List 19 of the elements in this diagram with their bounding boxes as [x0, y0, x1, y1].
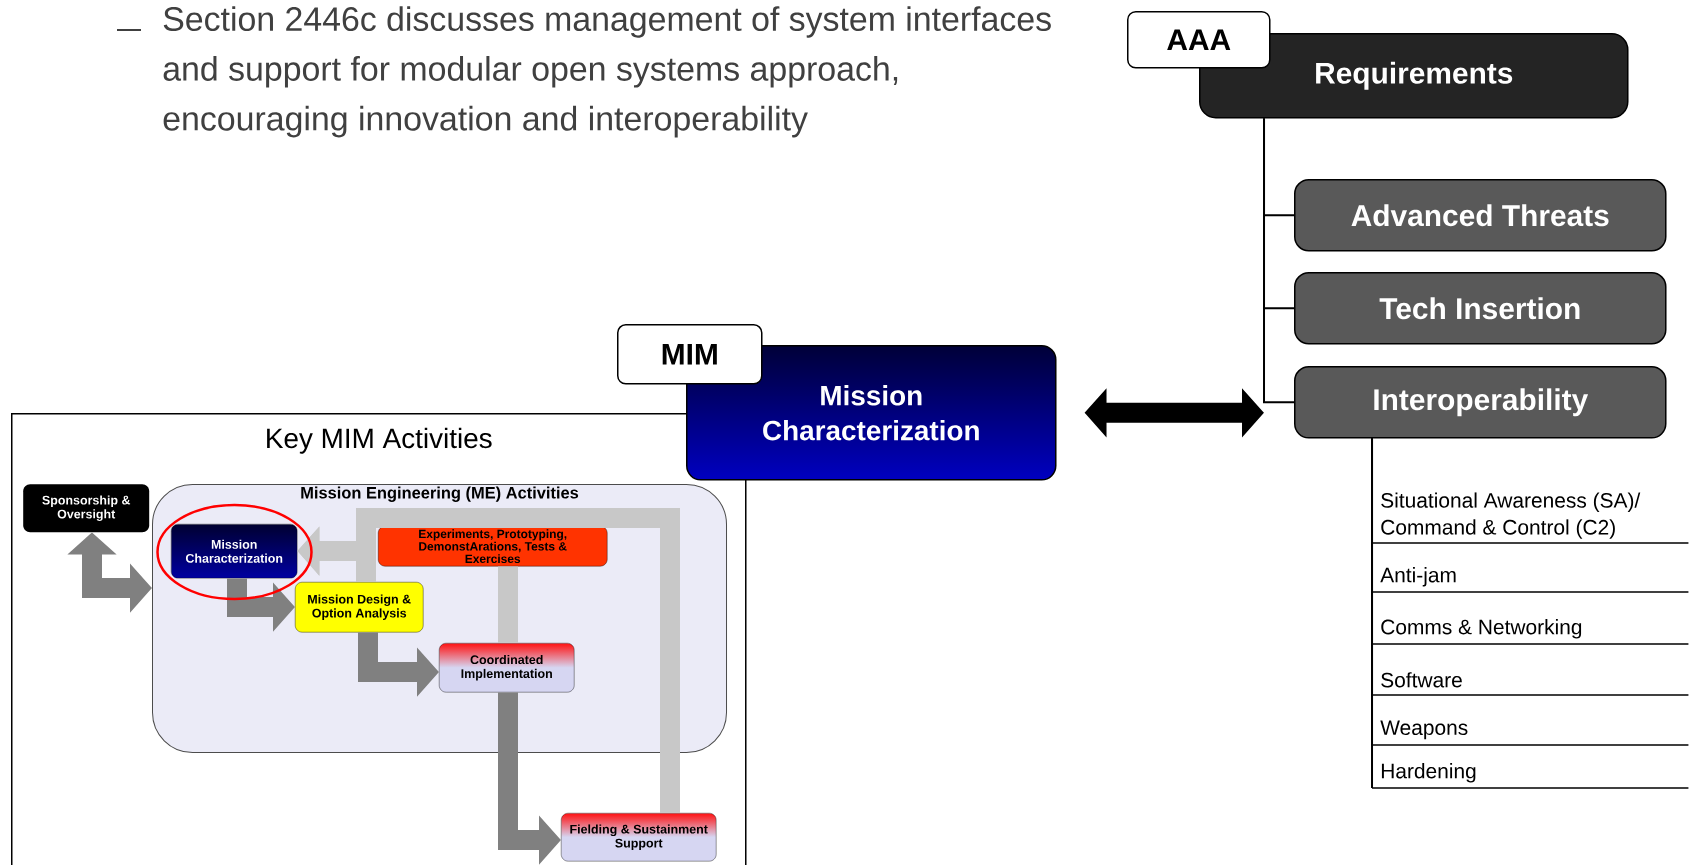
list-item: Situational Awareness (SA)/ Command & Control (C2): [1371, 492, 1690, 544]
category-box: Interoperability: [1294, 366, 1667, 439]
category-box: Tech Insertion: [1294, 272, 1667, 345]
list-item: Comms & Networking: [1371, 619, 1690, 645]
process-box: Coordinated Implementation: [439, 643, 575, 693]
list-item: Software: [1371, 672, 1690, 696]
process-box: Experiments, Prototyping, DemonstArations, Tests & Exercises: [378, 526, 608, 567]
list-item: Weapons: [1371, 720, 1690, 746]
process-box: Fielding & Sustainment Support: [561, 813, 717, 862]
connector-line: [1263, 117, 1295, 404]
list-item: Hardening: [1371, 763, 1690, 789]
process-box: Mission Design & Option Analysis: [295, 582, 424, 633]
tag-box: MIM: [617, 324, 763, 385]
bullet-text: Section 2446c discusses management of system interfaces and support for modular open systems approach, encouraging innovation and interoperability: [163, 6, 1051, 138]
category-box: Advanced Threats: [1294, 179, 1667, 252]
process-box: Mission Characterization: [171, 524, 298, 579]
list-item: Anti-jam: [1371, 567, 1690, 593]
tag-box: AAA: [1127, 11, 1271, 69]
process-box: Sponsorship & Oversight: [23, 484, 150, 533]
